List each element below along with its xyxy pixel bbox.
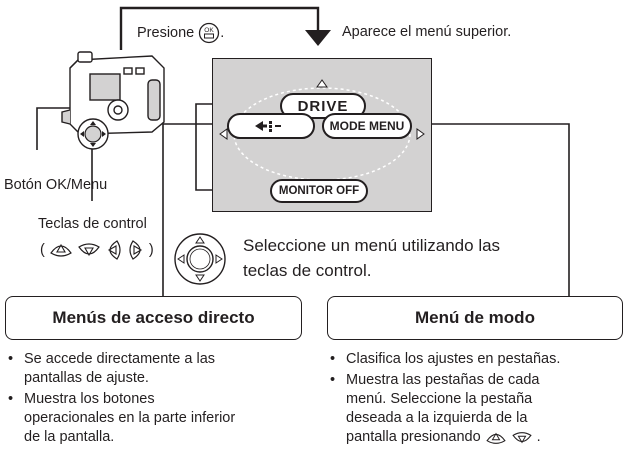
up-key-icon [485,432,506,444]
shortcut-menus-heading: Menús de acceso directo [5,296,302,340]
drive-label: DRIVE [297,97,349,115]
control-keys-label: Teclas de control [38,216,147,232]
instruction-line-1: Seleccione un menú utilizando las [243,236,501,255]
press-suffix: . [220,24,225,41]
shortcut-bullets: Se accede directamente a las pantallas d… [8,350,308,449]
open-paren: ( [40,242,45,258]
flash-icon [255,121,281,132]
ok-button-label: Botón OK/Menu [4,177,108,193]
mode-menu-heading: Menú de modo [327,296,623,340]
instruction-line-2: teclas de control. [243,261,372,280]
down-key-icon [77,243,100,257]
list-item: Se accede directamente a las pantallas d… [8,350,308,388]
camera-icon [61,51,165,135]
ok-button-icon: OK [199,22,220,44]
svg-text:OK: OK [205,27,215,34]
mode-bullets: Clasifica los ajustes en pestañas. Muest… [330,350,628,449]
list-item: Muestra las pestañas de cada menú. Selec… [330,371,628,447]
monitor-off-pill[interactable]: MONITOR OFF [270,179,368,203]
list-item: Muestra los botones operacionales en la … [8,390,308,447]
mode-menu-label: MODE MENU [329,119,405,133]
close-paren: ) [148,242,154,258]
up-key-icon [49,243,72,257]
press-label: Presione [137,24,195,41]
left-key-icon [107,240,121,260]
monitor-off-label: MONITOR OFF [278,185,360,197]
right-key-icon [129,240,142,260]
camera-arrow-pad-icon [77,118,109,150]
list-item: Clasifica los ajustes en pestañas. [330,350,628,369]
top-menu-appears-text: Aparece el menú superior. [342,24,512,40]
shortcut-menu-pill[interactable] [227,113,315,139]
down-key-icon [511,431,532,443]
mode-menu-pill[interactable]: MODE MENU [322,113,412,139]
arrow-pad-icon [174,233,226,285]
